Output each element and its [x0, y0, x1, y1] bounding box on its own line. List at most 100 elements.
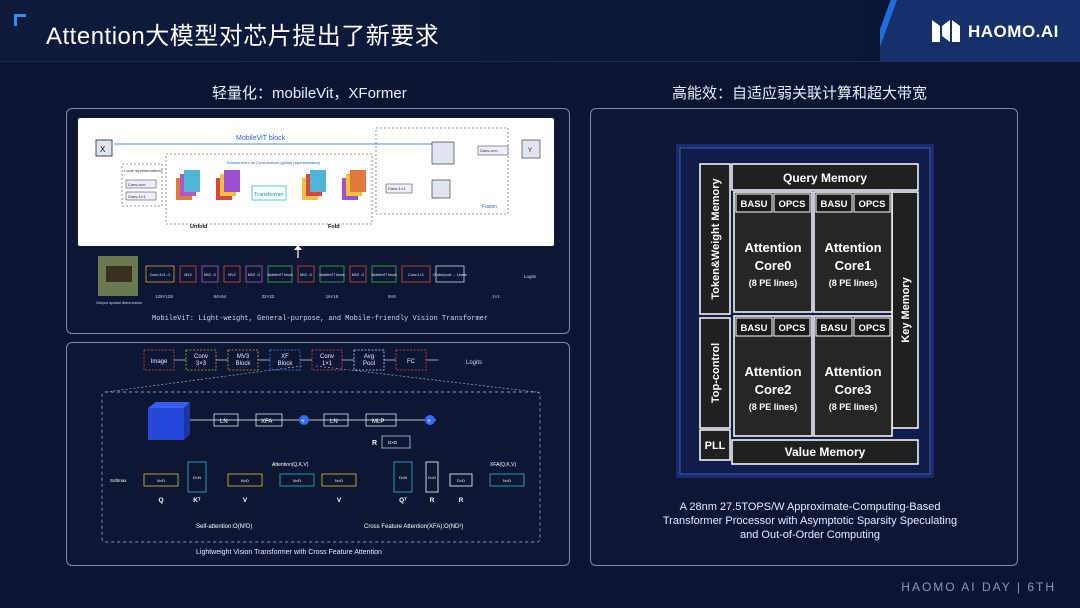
svg-text:Logits: Logits: [466, 360, 482, 366]
pipeline-block: [401, 265, 431, 283]
svg-text:Local representations: Local representations: [124, 168, 162, 173]
matrix-dim-label: N×D: [157, 478, 165, 483]
flow-step-label: Block: [236, 361, 252, 367]
svg-text:D×D: D×D: [388, 440, 398, 445]
core-title: Attention: [824, 240, 881, 255]
svg-text:Value Memory: Value Memory: [785, 445, 866, 459]
flow-step-box: [269, 349, 301, 371]
mobilevit-block-label: MobileViT block: [236, 135, 286, 142]
svg-text:XFA: XFA: [261, 419, 272, 425]
pipeline-block: [245, 265, 263, 283]
flow-step-label: Conv: [194, 354, 208, 360]
svg-text:Top-control: Top-control: [710, 343, 722, 403]
core-id: Core2: [755, 382, 792, 397]
fusion-box: [375, 127, 509, 215]
flow-step-box: [311, 349, 343, 371]
pipeline-block-label: Global pool → Linear: [433, 273, 468, 277]
core-pe-lines: (8 PE lines): [829, 278, 878, 288]
ln-box-2: [323, 413, 349, 427]
flow-step-label: Avg: [364, 354, 374, 360]
matrix-dim-label: D×D: [457, 478, 465, 483]
svg-text:Attention(Q,K,V): Attention(Q,K,V): [272, 462, 309, 468]
pipeline-block: [145, 265, 175, 283]
pipeline-block-label: MobileViT block: [267, 273, 292, 277]
query-memory-block: [731, 163, 919, 191]
matrix-box: [393, 461, 413, 493]
mobilevit-diagram: X MobileViT block Local representations …: [78, 118, 554, 323]
matrix-dim-label: D×N: [399, 475, 407, 480]
svg-text:Output spatial dimensions: Output spatial dimensions: [96, 300, 142, 305]
pll-block: [699, 429, 731, 461]
matrix-box: [187, 461, 207, 493]
feature-cube-blue: [148, 408, 184, 440]
mobilevit-caption: MobileViT: Light-weight, General-purpose…: [152, 315, 488, 323]
fusion-cube-upper: [431, 141, 455, 165]
xformer-panel: [66, 342, 570, 566]
svg-text:Conv-n×n: Conv-n×n: [480, 148, 497, 153]
pipeline-block-label: MobileViT block: [319, 273, 344, 277]
key-memory-block: [891, 191, 919, 429]
local-representations-box: [121, 163, 163, 207]
basu-block: [815, 193, 853, 213]
flow-step-box: [185, 349, 217, 371]
opcs-block: [853, 317, 891, 337]
matrix-dim-label: N×D: [503, 478, 511, 483]
opcs-label: OPCS: [779, 199, 806, 210]
svg-text:X: X: [100, 145, 106, 154]
flow-step-label: XF: [281, 354, 289, 360]
fusion-cube-lower: [431, 179, 451, 199]
flow-step-label: Pool: [363, 361, 375, 367]
spatial-size-label: 8×8: [388, 294, 396, 299]
pipeline-block: [319, 265, 345, 283]
xformer-flow: ImageConv3×3MV3BlockXFBlockConv1×1AvgPoo…: [143, 349, 438, 371]
flow-step-label: Block: [278, 361, 294, 367]
svg-text:Y: Y: [528, 148, 532, 154]
pipeline-block-label: Conv-1×1: [408, 273, 424, 277]
matrix-box: [143, 473, 179, 487]
opcs-label: OPCS: [779, 323, 806, 334]
core-title: Attention: [824, 364, 881, 379]
pipeline-block-label: MV2 ↓2: [300, 273, 312, 277]
pipeline-block: [435, 265, 465, 283]
matrix-box: [449, 473, 473, 487]
self-attention-label: Self-attention:O(N²D): [196, 524, 252, 530]
flow-step-label: 3×3: [196, 361, 207, 367]
svg-text:Token&Weight Memory: Token&Weight Memory: [710, 178, 722, 300]
spatial-size-label: 128×128: [155, 294, 173, 299]
spatial-size-label: 64×64: [214, 294, 227, 299]
cross-attention-label: Cross Feature Attention(XFA):O(ND²): [364, 524, 463, 530]
matrix-name-label: V: [337, 497, 342, 504]
opcs-label: OPCS: [859, 323, 886, 334]
core-id: Core0: [755, 258, 792, 273]
matrix-name-label: Q: [158, 497, 163, 504]
matrix-dim-label: N×D: [293, 478, 301, 483]
svg-text:Query Memory: Query Memory: [783, 171, 867, 185]
core-pe-lines: (8 PE lines): [749, 278, 798, 288]
opcs-label: OPCS: [859, 199, 886, 210]
footer-event: HAOMO AI DAY | 6TH: [901, 580, 1056, 594]
pipeline-block: [267, 265, 293, 283]
matrix-name-label: Kᵀ: [193, 497, 201, 504]
pipeline-block: [223, 265, 241, 283]
opcs-block: [773, 193, 811, 213]
basu-block: [735, 317, 773, 337]
spatial-size-label: 32×32: [262, 294, 275, 299]
token-weight-memory-block: [699, 163, 731, 315]
ln-box-1: [213, 413, 239, 427]
svg-text:LN: LN: [220, 419, 228, 425]
svg-text:Conv-1×1: Conv-1×1: [388, 186, 406, 191]
xformer-diagram: ImageConv3×3MV3BlockXFBlockConv1×1AvgPoo…: [101, 349, 541, 556]
basu-label: BASU: [821, 323, 848, 334]
matrix-dim-label: D×D: [428, 475, 436, 480]
matrix-name-label: R: [430, 497, 435, 504]
matrix-dim-label: N×D: [241, 478, 249, 483]
input-x-cube: [95, 139, 113, 157]
basu-block: [815, 317, 853, 337]
